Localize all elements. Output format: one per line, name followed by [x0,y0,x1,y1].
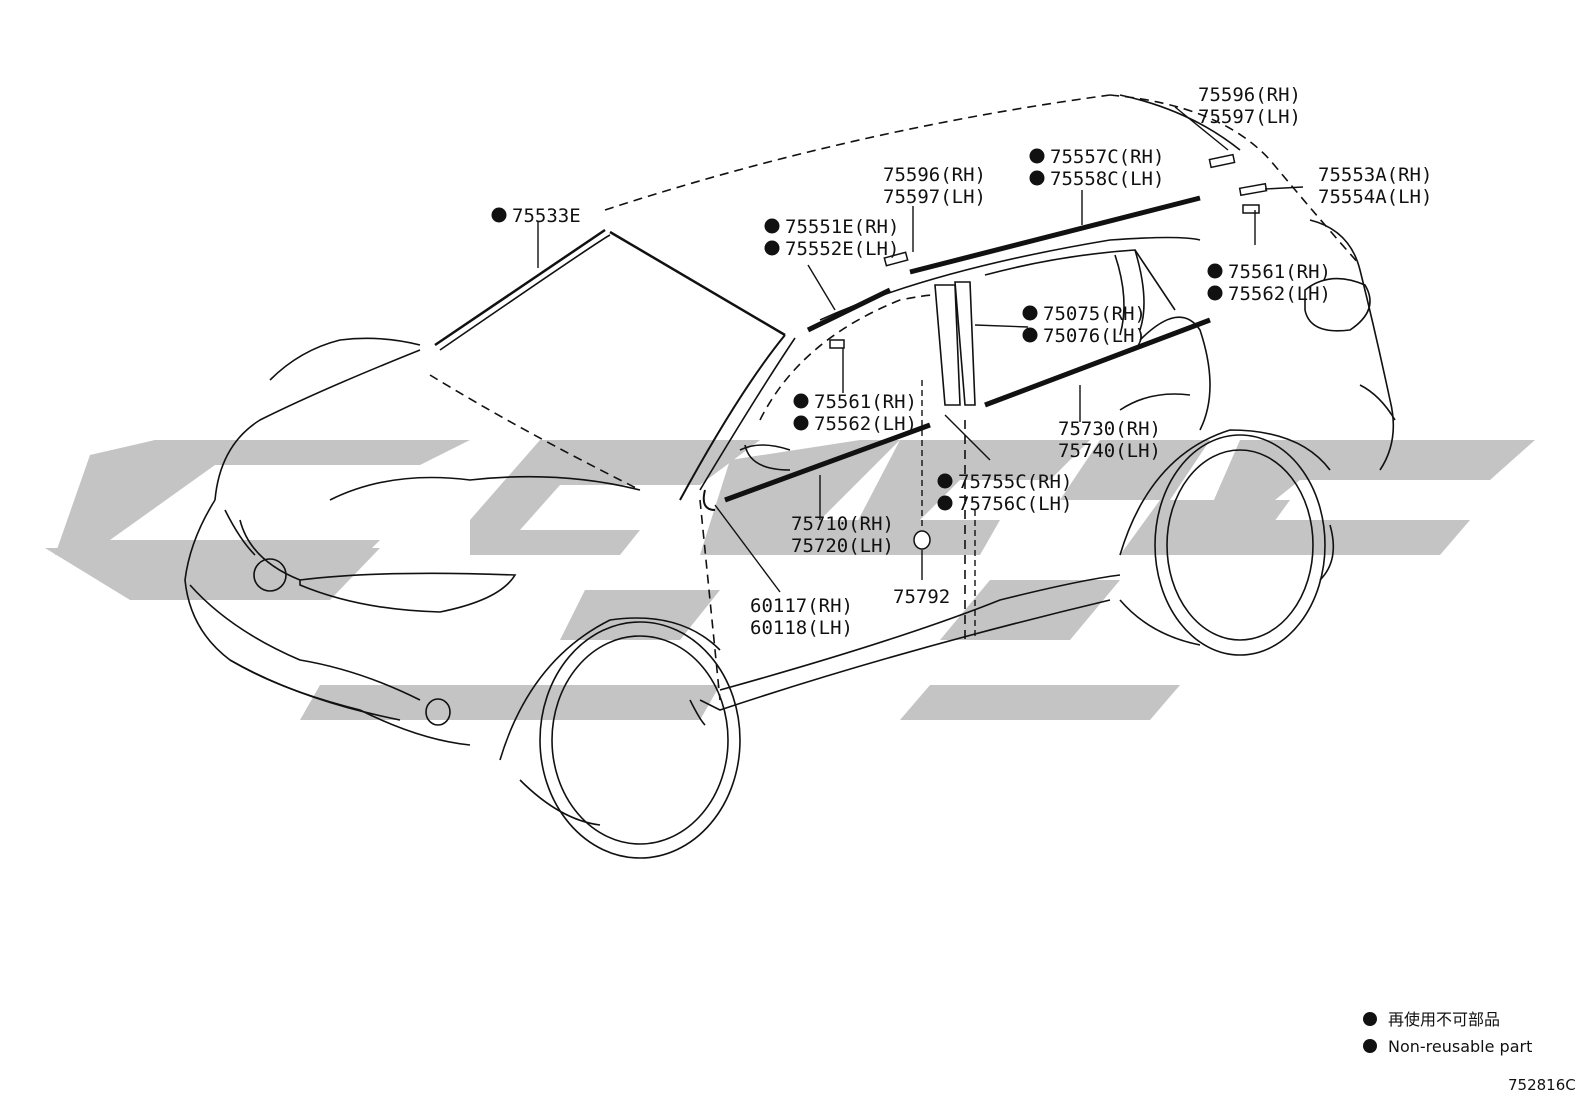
part-number: 75756C(LH) [958,493,1072,515]
part-label-75533e: 75533E [491,205,581,227]
part-label-75557c: 75557C(RH)75558C(LH) [1029,146,1164,190]
part-label-75561-front: 75561(RH)75562(LH) [793,391,917,435]
part-number: 75076(LH) [1043,325,1146,347]
part-number: 75755C(RH) [958,471,1072,493]
part-number: 75710(RH) [791,513,894,535]
leader-lines [537,106,1304,640]
part-number: 75597(LH) [1198,106,1301,128]
part-number: 75740(LH) [1058,440,1161,462]
part-number: 75075(RH) [1043,303,1146,325]
part-label-60117: 60117(RH)60118(LH) [750,595,853,639]
part-number: 75533E [512,205,581,227]
part-label-75596-front: 75596(RH)75597(LH) [883,164,986,208]
non-reusable-bullet-icon [764,240,780,256]
part-number: 75553A(RH) [1318,164,1432,186]
part-number: 75792 [893,586,950,608]
non-reusable-bullet-icon [793,393,809,409]
part-number: 75561(RH) [814,391,917,413]
part-number: 75596(RH) [883,164,986,186]
part-number: 75730(RH) [1058,418,1161,440]
non-reusable-bullet-icon [1029,170,1045,186]
part-number: 75562(LH) [814,413,917,435]
legend: 再使用不可部品 Non-reusable part [1363,1010,1532,1056]
part-label-75596-rear: 75596(RH)75597(LH) [1198,84,1301,128]
part-label-75561-rear: 75561(RH)75562(LH) [1207,261,1331,305]
legend-japanese: 再使用不可部品 [1388,1010,1500,1029]
non-reusable-bullet-icon [1207,263,1223,279]
part-number: 75562(LH) [1228,283,1331,305]
non-reusable-bullet-icon [1022,305,1038,321]
part-number: 75596(RH) [1198,84,1301,106]
part-number: 75554A(LH) [1318,186,1432,208]
part-label-75755c: 75755C(RH)75756C(LH) [937,471,1072,515]
watermark-logo [45,440,1535,720]
non-reusable-bullet-icon [1207,285,1223,301]
part-label-75792: 75792 [893,586,950,608]
non-reusable-bullet-icon [793,415,809,431]
part-number: 75552E(LH) [785,238,899,260]
part-number: 60117(RH) [750,595,853,617]
part-label-75710: 75710(RH)75720(LH) [791,513,894,557]
part-number: 75551E(RH) [785,216,899,238]
part-label-75075: 75075(RH)75076(LH) [1022,303,1146,347]
part-number: 75597(LH) [883,186,986,208]
legend-english: Non-reusable part [1388,1037,1532,1056]
legend-bullet-jp [1363,1012,1377,1026]
non-reusable-bullet-icon [764,218,780,234]
non-reusable-bullet-icon [1022,327,1038,343]
part-number: 75720(LH) [791,535,894,557]
car-body-outline [184,94,1396,859]
part-label-75551e: 75551E(RH)75552E(LH) [764,216,899,260]
part-label-75730: 75730(RH)75740(LH) [1058,418,1161,462]
part-number: 75558C(LH) [1050,168,1164,190]
non-reusable-bullet-icon [491,207,507,223]
part-number: 60118(LH) [750,617,853,639]
part-label-75553a: 75553A(RH)75554A(LH) [1318,164,1432,208]
moulding-parts [702,153,1268,550]
non-reusable-bullet-icon [1029,148,1045,164]
part-number: 75561(RH) [1228,261,1331,283]
legend-bullet-en [1363,1039,1377,1053]
part-number: 75557C(RH) [1050,146,1164,168]
non-reusable-bullet-icon [937,473,953,489]
diagram-code: 752816C [1508,1076,1576,1094]
non-reusable-bullet-icon [937,495,953,511]
